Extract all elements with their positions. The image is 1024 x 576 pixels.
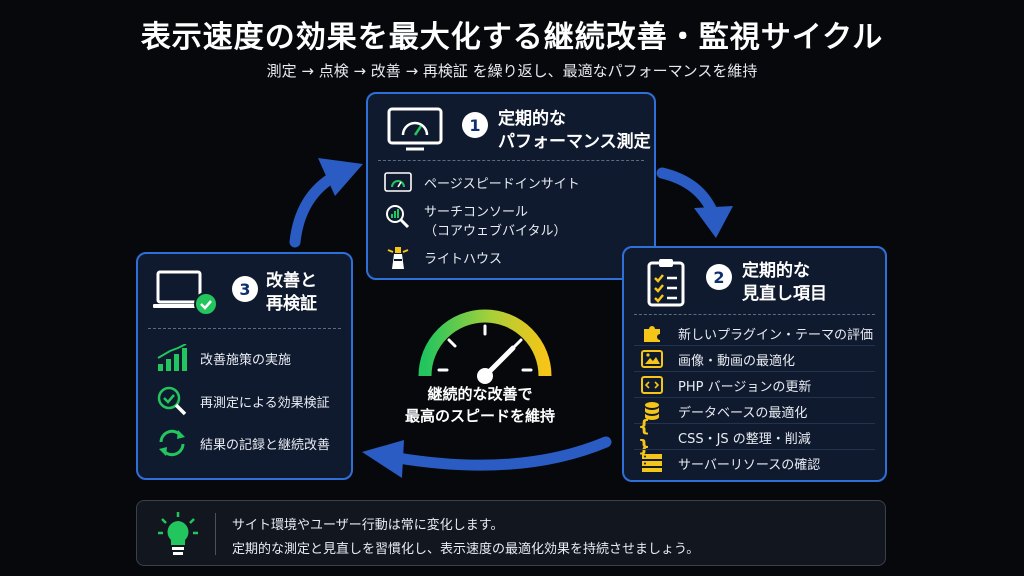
step2-item-database: データベースの最適化 <box>638 400 807 422</box>
step1-divider <box>378 160 644 161</box>
speed-gauge <box>418 309 552 384</box>
tip-box: サイト環境やユーザー行動は常に変化します。 定期的な測定と見直しを習慣化し、表示… <box>136 500 886 566</box>
image-icon <box>638 348 666 370</box>
center-message: 継続的な改善で 最高のスピードを維持 <box>380 383 580 427</box>
step2-title: 定期的な 見直し項目 <box>742 261 827 304</box>
step3-card: 3 改善と 再検証 改善施策の実施 再測定による効果検証 結果の記録と継続改善 <box>136 252 353 480</box>
step3-item-verify: 再測定による効果検証 <box>156 386 330 416</box>
puzzle-icon <box>638 322 666 344</box>
step2-number: 2 <box>706 264 732 290</box>
database-icon <box>638 400 666 422</box>
tip-line-2: 定期的な測定と見直しを習慣化し、表示速度の最適化効果を持続させましょう。 <box>232 542 700 557</box>
step2-item-cssjs: { } CSS・JS の整理・削減 <box>638 417 811 457</box>
center-line-1: 継続的な改善で <box>427 385 533 403</box>
arrow-left-to-top <box>289 158 363 248</box>
step2-sep <box>634 449 875 450</box>
step2-sep <box>634 423 875 424</box>
growth-chart-icon <box>156 344 188 372</box>
step1-item-pagespeed: ページスピードインサイト <box>384 171 580 193</box>
step3-item-implement: 改善施策の実施 <box>156 344 291 372</box>
arrow-right-to-left <box>362 436 612 478</box>
server-icon <box>638 452 666 474</box>
step1-title: 定期的な パフォーマンス測定 <box>498 109 651 152</box>
code-icon <box>638 374 666 396</box>
arrow-top-to-right <box>656 167 733 238</box>
step2-divider <box>634 314 875 315</box>
step2-item-images: 画像・動画の最適化 <box>638 348 795 370</box>
page-title: 表示速度の効果を最大化する継続改善・監視サイクル <box>140 20 884 55</box>
lightbulb-icon <box>158 512 198 555</box>
checklist-icon <box>647 259 685 307</box>
step1-item-lighthouse: ライトハウス <box>384 246 502 269</box>
step1-number: 1 <box>462 112 488 138</box>
step2-sep <box>634 345 875 346</box>
page-subtitle: 測定 → 点検 → 改善 → 再検証 を繰り返し、最適なパフォーマンスを維持 <box>266 62 758 80</box>
monitor-gauge-icon <box>387 107 443 151</box>
check-search-icon <box>156 386 188 416</box>
step1-card: 1 定期的な パフォーマンス測定 ページスピードインサイト サーチコンソール （… <box>366 92 656 280</box>
step1-item-searchconsole: サーチコンソール （コアウェブバイタル） <box>384 201 566 239</box>
braces-icon: { } <box>638 417 651 457</box>
step2-item-plugins: 新しいプラグイン・テーマの評価 <box>638 322 873 344</box>
step2-sep <box>634 371 875 372</box>
tip-separator <box>215 513 216 555</box>
step3-item-record: 結果の記録と継続改善 <box>156 428 330 458</box>
center-line-2: 最高のスピードを維持 <box>404 407 555 425</box>
step2-item-server: サーバーリソースの確認 <box>638 452 820 474</box>
tip-line-1: サイト環境やユーザー行動は常に変化します。 <box>232 518 504 533</box>
step3-number: 3 <box>232 276 258 302</box>
step2-sep <box>634 397 875 398</box>
step2-item-php: PHP バージョンの更新 <box>638 374 811 396</box>
step2-card: 2 定期的な 見直し項目 新しいプラグイン・テーマの評価 画像・動画の最適化 P… <box>622 246 887 482</box>
speed-gauge-icon <box>384 171 412 193</box>
laptop-check-icon <box>153 270 218 316</box>
step3-divider <box>148 328 341 329</box>
magnifier-chart-icon <box>384 205 412 228</box>
step3-title: 改善と 再検証 <box>266 271 317 314</box>
lighthouse-icon <box>384 246 412 269</box>
refresh-icon <box>156 428 188 458</box>
